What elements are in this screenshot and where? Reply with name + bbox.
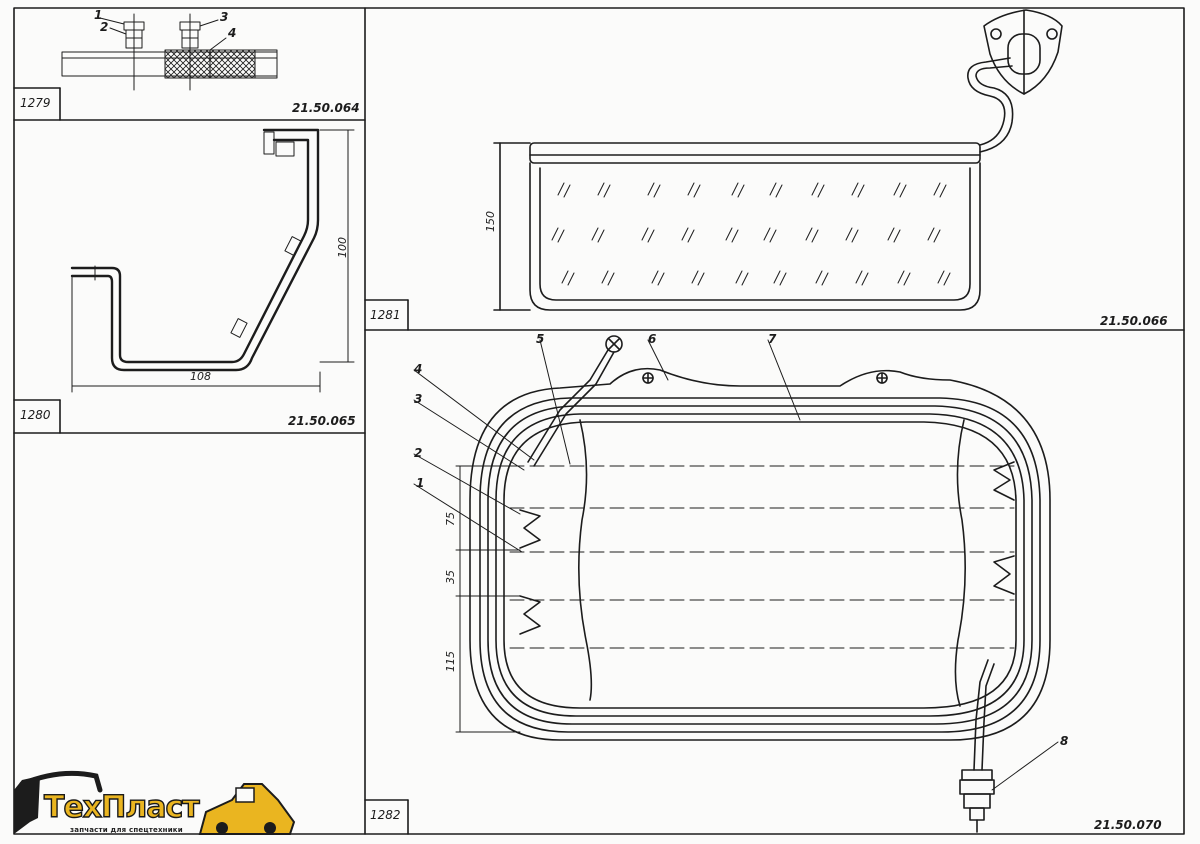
fig-1282-dashes — [509, 465, 1015, 649]
fig-1282-callout-8: 8 — [1060, 734, 1069, 748]
fig-1281-number: 1281 — [370, 308, 401, 322]
fig-1282-dim-115: 115 — [444, 651, 457, 672]
fig-1279-callout-3: 3 — [220, 10, 229, 24]
fig-1282-callout-6: 6 — [648, 332, 657, 346]
fig-1279-drawing — [61, 13, 278, 91]
fig-1279-callout-2: 2 — [100, 20, 109, 34]
fig-1282-dim-75: 75 — [444, 512, 457, 526]
fig-1282-dim-35: 35 — [444, 570, 457, 584]
fig-1280-dim-height: 100 — [336, 237, 349, 258]
fig-1282-leaders-dims — [413, 339, 1059, 791]
panel-frames — [13, 7, 1185, 835]
fig-1282-callout-2: 2 — [414, 446, 423, 460]
fig-1282-callout-5: 5 — [536, 332, 545, 346]
fig-1279-code: 21.50.064 — [292, 101, 360, 115]
fig-1282-callout-7: 7 — [768, 332, 777, 346]
fig-1279-callout-4: 4 — [228, 26, 237, 40]
fig-1280-code: 21.50.065 — [288, 414, 356, 428]
fig-1280-drawing — [70, 128, 320, 372]
fig-1279-callout-1: 1 — [94, 8, 103, 22]
fig-1279-number: 1279 — [20, 96, 51, 110]
fig-1282-callout-1: 1 — [416, 476, 425, 490]
fig-1282-number: 1282 — [370, 808, 401, 822]
fig-1280-dim-width: 108 — [190, 370, 211, 383]
logo-tagline: запчасти для спецтехники — [70, 826, 183, 834]
fig-1282-drawing — [469, 335, 1051, 833]
fig-1281-dim-height: 150 — [484, 211, 497, 232]
fig-1281-drawing — [493, 9, 1063, 311]
fig-1281-code: 21.50.066 — [1100, 314, 1168, 328]
fig-1282-code: 21.50.070 — [1094, 818, 1162, 832]
fig-1280-number: 1280 — [20, 408, 51, 422]
fig-1282-callout-3: 3 — [414, 392, 423, 406]
fig-1280-details — [71, 129, 355, 393]
fig-1282-callout-4: 4 — [414, 362, 423, 376]
logo-graphic — [14, 770, 296, 835]
logo-name: ТехПласт — [43, 789, 200, 825]
fig-1281-glass-hatch — [551, 182, 951, 286]
